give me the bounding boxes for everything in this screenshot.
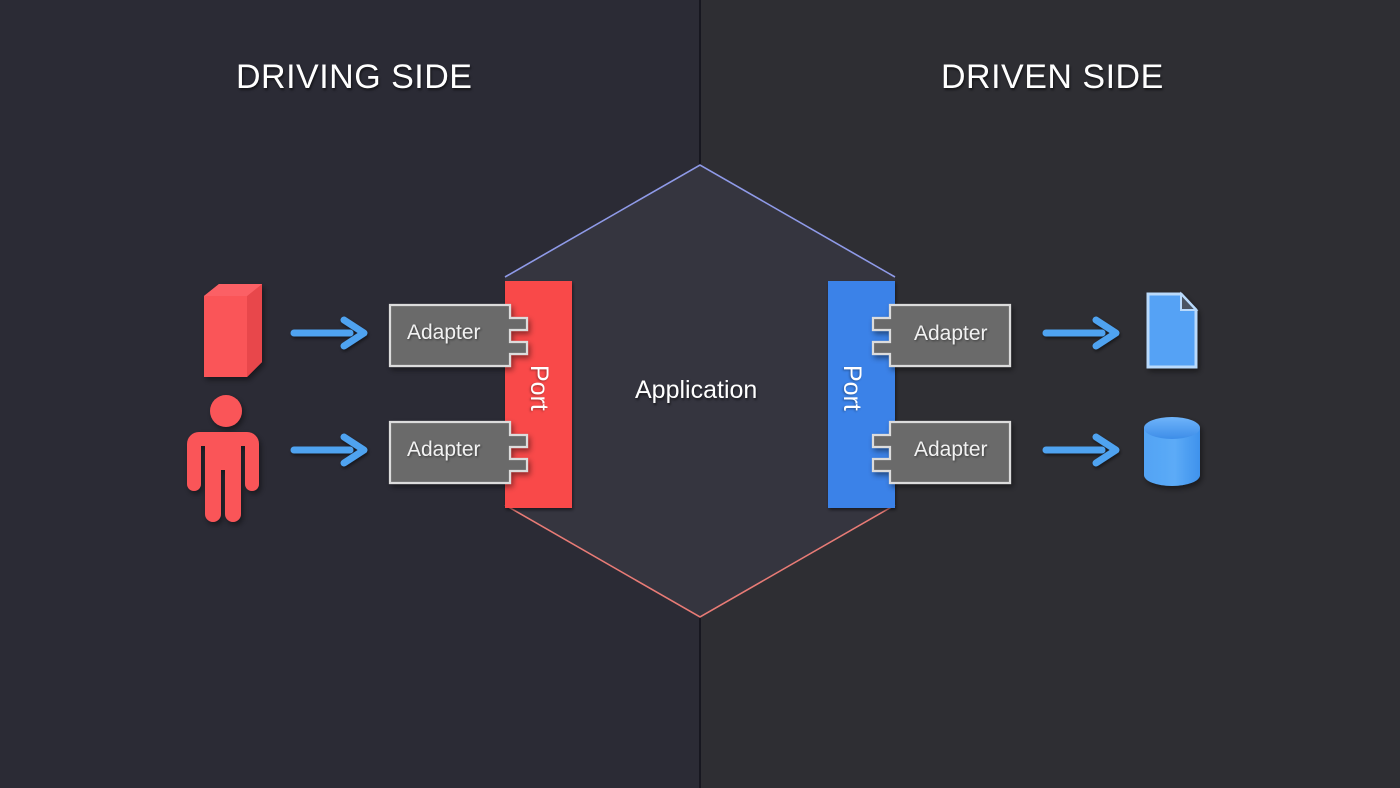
arrow-box-to-adapter <box>290 316 368 350</box>
driven-side-title: DRIVEN SIDE <box>941 58 1164 96</box>
driving-adapter-bottom-label: Adapter <box>407 438 481 461</box>
database-icon <box>1144 417 1200 486</box>
driving-adapter-bottom[interactable] <box>388 420 529 485</box>
driven-adapter-bottom[interactable] <box>871 420 1012 485</box>
document-icon <box>1146 291 1199 369</box>
arrow-person-to-adapter <box>290 433 368 467</box>
driven-adapter-bottom-label: Adapter <box>914 438 988 461</box>
driving-adapter-top[interactable] <box>388 303 529 368</box>
application-label: Application <box>635 376 758 404</box>
red-box-icon <box>204 284 262 377</box>
driving-port-label: Port <box>525 365 553 411</box>
arrow-adapter-to-document <box>1042 316 1120 350</box>
person-icon <box>187 395 259 522</box>
driven-port-label: Port <box>838 365 866 411</box>
driving-adapter-top-label: Adapter <box>407 321 481 344</box>
driven-adapter-top[interactable] <box>871 303 1012 368</box>
driven-adapter-top-label: Adapter <box>914 322 988 345</box>
hexagon-core <box>504 164 896 618</box>
driving-side-title: DRIVING SIDE <box>236 58 473 96</box>
arrow-adapter-to-database <box>1042 433 1120 467</box>
